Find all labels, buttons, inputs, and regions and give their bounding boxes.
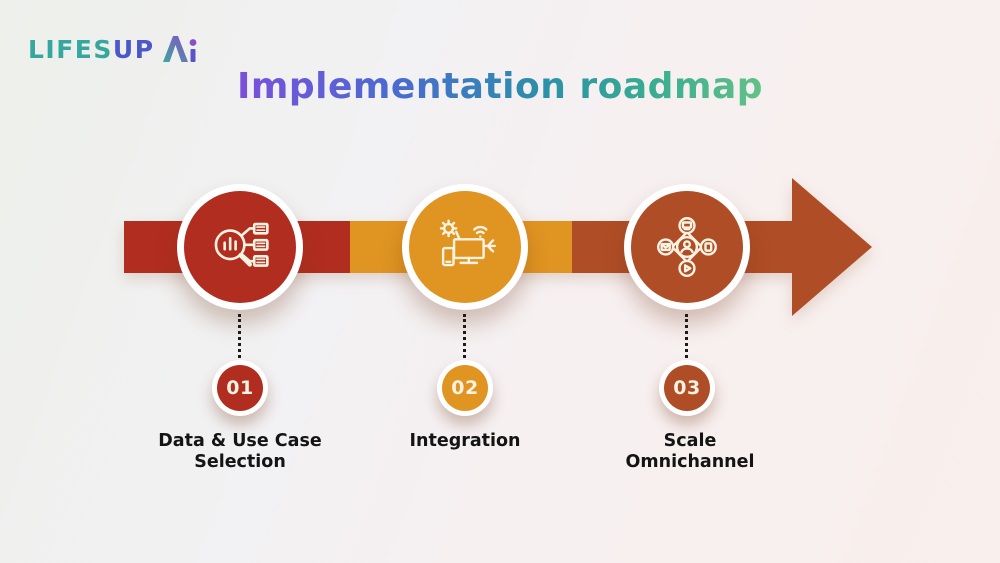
ai-logo-mark [162, 36, 196, 62]
logo-a-shape [162, 36, 188, 62]
step-1-label: Data & Use Case Selection [120, 431, 360, 473]
step-1-label-line-2: Selection [194, 452, 286, 472]
step-2-circle [402, 184, 528, 310]
step-3-label-line-2: Omnichannel [625, 452, 755, 472]
logo-i-dot [189, 39, 196, 46]
logo-text: LIFESUP [28, 37, 155, 62]
step-3-number: 03 [664, 365, 710, 411]
step-2-label: Integration [345, 431, 585, 452]
arrow-head [792, 178, 872, 316]
logo-text-secondary: UP [112, 34, 155, 64]
logo: LIFESUP [28, 33, 198, 65]
step-3-label-line-1: Scale [663, 431, 717, 451]
integration-devices-icon [439, 219, 497, 267]
step-2-label-line-1: Integration [409, 431, 521, 451]
step-1-number: 01 [217, 365, 263, 411]
data-search-icon [214, 222, 269, 267]
step-1-circle-inner [184, 191, 296, 303]
step-1-circle [177, 184, 303, 310]
step-2-number-badge: 02 [437, 360, 493, 416]
step-1-connector-line [238, 314, 241, 358]
title-wrap: Implementation roadmap [0, 66, 1000, 107]
step-2-circle-inner [409, 191, 521, 303]
page-title: Implementation roadmap [236, 66, 764, 107]
logo-i-bar [190, 49, 196, 62]
step-1-number-badge: 01 [212, 360, 268, 416]
step-3-number-badge: 03 [659, 360, 715, 416]
step-3-circle-inner [631, 191, 743, 303]
step-1-label-line-1: Data & Use Case [158, 431, 322, 451]
step-2-connector-line [463, 314, 466, 358]
logo-text-primary: LIFES [28, 34, 113, 64]
step-3-label: Scale Omnichannel [570, 431, 810, 473]
step-2-number: 02 [442, 365, 488, 411]
omnichannel-icon [657, 217, 717, 277]
step-3-circle [624, 184, 750, 310]
step-3-connector-line [685, 314, 688, 358]
